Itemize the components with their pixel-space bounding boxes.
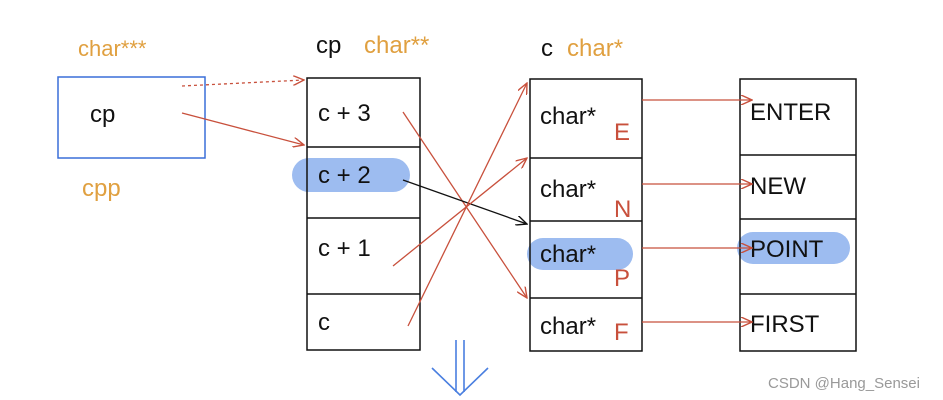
cp-cell-2: c + 1: [318, 235, 371, 262]
c-cell-1-letter: N: [614, 196, 631, 223]
c-name-label: c: [541, 35, 553, 62]
c-cell-2-text: char*: [540, 241, 596, 268]
cpp-name-label: cpp: [82, 175, 121, 202]
arrow-cp-c-plus-3: [402, 111, 527, 298]
cpp-box: [57, 76, 206, 159]
c-cell-0-letter: E: [614, 119, 630, 146]
string-point: POINT: [750, 236, 824, 263]
c-array: [529, 78, 643, 352]
arrow-cpp-to-cp-current: [181, 112, 304, 145]
arrow-cp-c-plus-1: [392, 158, 527, 267]
cp-cell-1: c + 2: [318, 162, 371, 189]
c-type-label: char*: [567, 35, 623, 62]
c-cell-1-text: char*: [540, 176, 596, 203]
c-cell-3-letter: F: [614, 319, 629, 346]
cp-type-label: char**: [364, 32, 429, 59]
string-enter: ENTER: [750, 99, 831, 126]
arrow-cpp-to-cp-old: [181, 80, 304, 87]
string-new: NEW: [750, 173, 806, 200]
strings-array: [739, 78, 857, 352]
highlight-c-char-p: [527, 238, 633, 270]
cp-array: [306, 77, 421, 351]
cp-name-label: cp: [316, 32, 341, 59]
arrow-cp-c: [407, 83, 527, 327]
highlight-cp-c-plus-2: [292, 158, 410, 192]
string-first: FIRST: [750, 311, 820, 338]
highlight-point: [737, 232, 850, 264]
arrow-cp-c-plus-2: [402, 179, 527, 224]
cp-cell-0: c + 3: [318, 100, 371, 127]
watermark: CSDN @Hang_Sensei: [768, 375, 920, 392]
c-cell-0-text: char*: [540, 103, 596, 130]
cpp-cell-text: cp: [90, 101, 115, 128]
c-cell-2-letter: P: [614, 265, 630, 292]
down-arrow-icon: [431, 340, 489, 397]
cpp-type-label: char***: [78, 36, 147, 61]
c-cell-3-text: char*: [540, 313, 596, 340]
cp-cell-3: c: [318, 309, 330, 336]
